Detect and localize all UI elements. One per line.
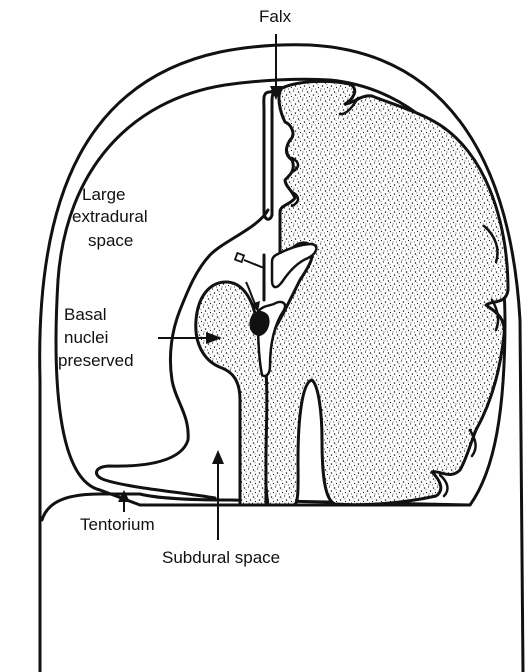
extradural-label-line3: space — [88, 231, 133, 250]
extradural-label-line2: extradural — [72, 207, 148, 226]
basal-label-line1: Basal — [64, 305, 107, 324]
extradural-label-line1: Large — [82, 185, 125, 204]
basal-label-line3: preserved — [58, 351, 134, 370]
tentorium-label: Tentorium — [80, 515, 155, 534]
falx — [264, 91, 274, 219]
septum-pointer — [235, 253, 264, 268]
falx-label: Falx — [259, 7, 292, 26]
subdural-arrows — [212, 450, 224, 540]
subdural-label: Subdural space — [162, 548, 280, 567]
basal-label-line2: nuclei — [64, 328, 108, 347]
right-hemisphere — [254, 81, 508, 505]
